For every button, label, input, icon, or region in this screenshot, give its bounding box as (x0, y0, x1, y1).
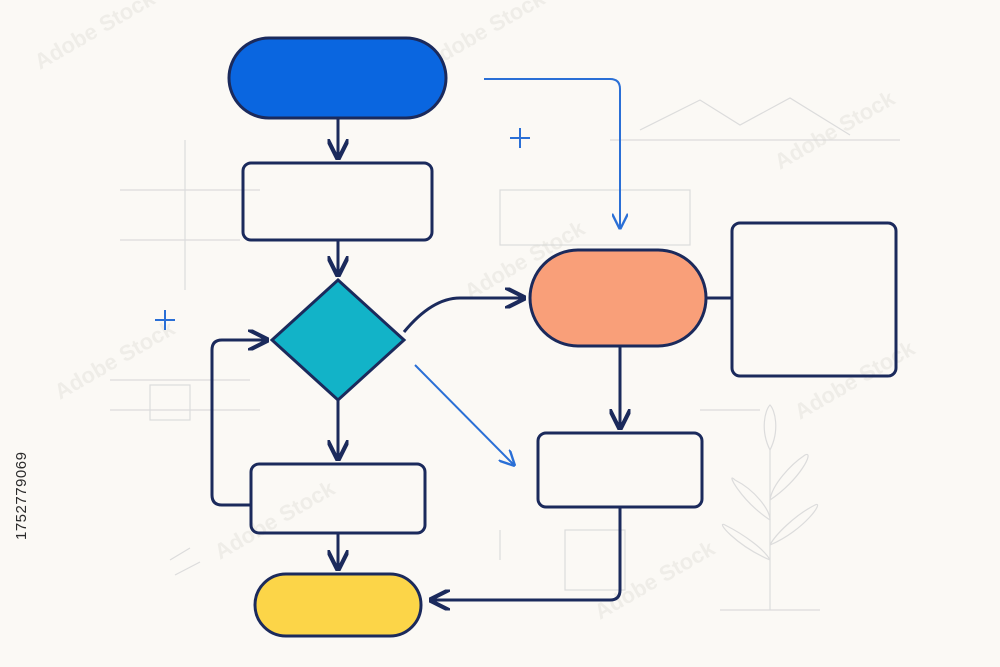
plus-icon (155, 310, 175, 330)
svg-text:Adobe Stock: Adobe Stock (50, 315, 180, 404)
side-panel (730, 221, 898, 378)
start-terminal (227, 36, 448, 120)
arrow-decision-diagonal (414, 364, 514, 465)
svg-text:Adobe Stock: Adobe Stock (590, 535, 720, 624)
svg-text:Adobe Stock: Adobe Stock (30, 0, 160, 74)
plus-icon (510, 128, 530, 148)
process-box-right (536, 431, 704, 509)
arrow-right-box-to-end (431, 507, 622, 600)
arrow-top-to-orange (484, 78, 620, 228)
process-box-1 (241, 161, 434, 242)
svg-text:Adobe Stock: Adobe Stock (210, 475, 340, 564)
svg-text:Adobe Stock: Adobe Stock (790, 335, 920, 424)
end-terminal (253, 572, 423, 638)
connector-lines (210, 118, 732, 600)
process-terminal-orange (528, 248, 708, 348)
background-decoration (110, 97, 900, 611)
accent-arrows (414, 78, 620, 465)
loop-back-arrow (210, 340, 267, 507)
arrow-decision-to-orange (402, 298, 524, 333)
decision-diamond (269, 277, 407, 403)
watermark-layer: Adobe Stock Adobe Stock Adobe Stock Adob… (30, 0, 920, 624)
stock-id-label: 1752779069 (13, 451, 30, 540)
